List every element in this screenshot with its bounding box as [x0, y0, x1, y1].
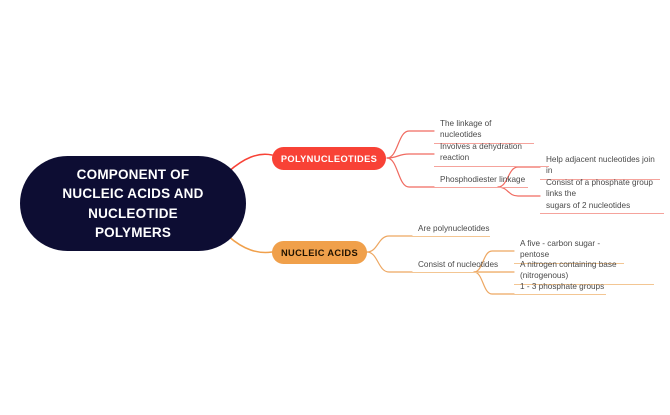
leaf-linkage-of-nucleotides[interactable]: The linkage of nucleotides [434, 118, 534, 144]
connector-poly-item-3 [386, 157, 435, 188]
connector-root-to-polynucleotides [227, 153, 273, 173]
connector-nucleic-item-2 [366, 251, 413, 273]
root-node-label: COMPONENT OF NUCLEIC ACIDS AND NUCLEOTID… [62, 167, 204, 240]
connector-phospho-child-2 [497, 186, 541, 197]
leaf-phosphate-group-links-sugars[interactable]: Consist of a phosphate group links the s… [540, 177, 664, 214]
root-node[interactable]: COMPONENT OF NUCLEIC ACIDS AND NUCLEOTID… [20, 156, 246, 251]
connector-root-to-nucleic-acids [227, 235, 273, 254]
branch-polynucleotides-label: POLYNUCLEOTIDES [280, 153, 378, 164]
leaf-five-carbon-sugar-pentose[interactable]: A five - carbon sugar - pentose [514, 238, 624, 264]
leaf-help-adjacent-nucleotides[interactable]: Help adjacent nucleotides join in [540, 154, 660, 180]
leaf-phosphate-groups[interactable]: 1 - 3 phosphate groups [514, 281, 606, 296]
leaf-nitrogen-containing-base[interactable]: A nitrogen containing base (nitrogenous) [514, 259, 654, 285]
leaf-phosphodiester-linkage[interactable]: Phosphodiester linkage [434, 174, 528, 189]
connector-nucleic-item-1 [366, 235, 413, 253]
leaf-dehydration-reaction[interactable]: Involves a dehydration reaction [434, 141, 549, 167]
connector-consist-child-3 [473, 271, 515, 295]
branch-polynucleotides[interactable]: POLYNUCLEOTIDES [272, 147, 386, 170]
branch-nucleic-acids[interactable]: NUCLEIC ACIDS [272, 241, 367, 264]
connector-poly-item-1 [386, 130, 435, 159]
leaf-consist-of-nucleotides[interactable]: Consist of nucleotides [412, 259, 500, 274]
connector-poly-item-2 [386, 153, 435, 159]
leaf-are-polynucleotides[interactable]: Are polynucleotides [412, 223, 490, 238]
branch-nucleic-acids-label: NUCLEIC ACIDS [280, 247, 359, 258]
